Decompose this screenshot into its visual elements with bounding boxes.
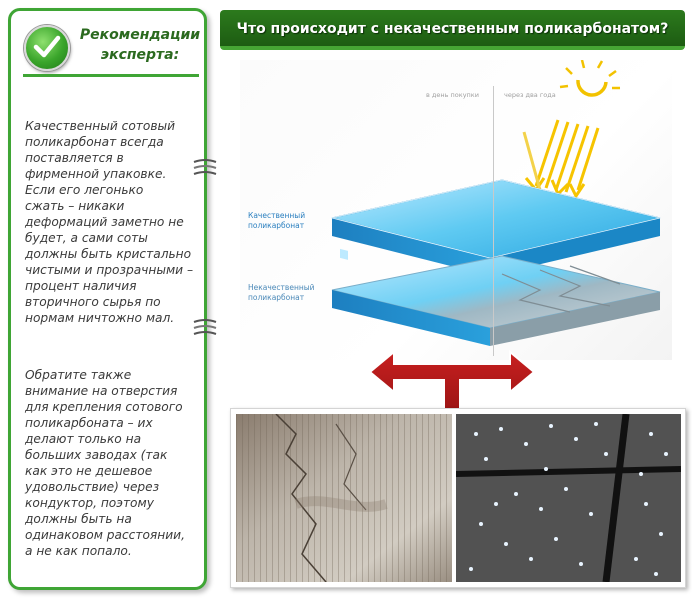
quality-sheet-cells xyxy=(340,248,348,260)
header-bar: Что происходит с некачественным поликарб… xyxy=(220,10,685,50)
polycarbonate-diagram: в день покупки через два года Качественн… xyxy=(240,60,672,360)
damaged-polycarbonate-photo xyxy=(236,414,452,582)
expert-recommendations-panel: Рекомендации эксперта: Качественный сото… xyxy=(8,8,207,590)
checkmark-icon xyxy=(24,25,70,71)
timeline-divider xyxy=(493,86,494,356)
holes-pattern xyxy=(469,422,668,576)
divider xyxy=(23,74,199,77)
sunlight-rays xyxy=(522,119,600,199)
quality-sheet xyxy=(331,179,661,276)
binder-clip-icon xyxy=(193,159,217,175)
timeline-label-two-years: через два года xyxy=(504,91,556,99)
photo-frame xyxy=(230,408,686,588)
polycarbonate-illustration xyxy=(331,60,661,346)
recommendation-paragraph-2: Обратите также внимание на отверстия для… xyxy=(25,368,185,558)
timeline-label-day: в день покупки xyxy=(426,91,479,99)
poor-sheet xyxy=(331,255,661,346)
page-title: Что происходит с некачественным поликарб… xyxy=(236,21,669,37)
expert-title: Рекомендации эксперта: xyxy=(79,27,201,63)
recommendation-paragraph-1: Качественный сотовый поликарбонат всегда… xyxy=(25,119,194,325)
binder-clip-icon xyxy=(193,319,217,335)
t-arrow-icon xyxy=(368,350,536,456)
perforated-polycarbonate-photo xyxy=(456,414,681,582)
sun-icon xyxy=(559,60,620,97)
label-quality-polycarbonate: Качественный поликарбонат xyxy=(248,211,306,230)
label-poor-polycarbonate: Некачественный поликарбонат xyxy=(248,283,315,302)
